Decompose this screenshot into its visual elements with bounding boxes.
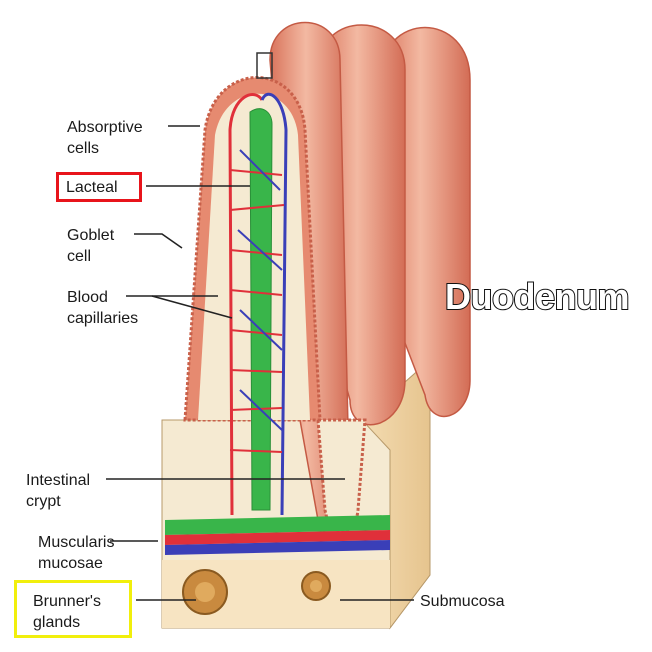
brunners-glands-drawing <box>182 569 331 615</box>
label-absorptive-cells: Absorptive cells <box>67 119 143 157</box>
label-goblet-cell: Goblet cell <box>67 227 115 265</box>
label-blood-capillaries: Blood capillaries <box>67 289 139 327</box>
muscularis-bands <box>165 515 390 555</box>
lacteal-vessel <box>249 108 273 511</box>
brunners-highlight-box <box>14 580 132 638</box>
tip-callout-box <box>256 52 273 79</box>
label-brunners-glands: Brunner's glands <box>33 593 101 631</box>
label-submucosa: Submucosa <box>420 593 505 610</box>
label-lacteal: Lacteal <box>66 179 118 196</box>
label-intestinal-crypt: Intestinal crypt <box>26 472 91 510</box>
figure-title: Duodenum <box>444 275 630 318</box>
label-muscularis-mucosae: Muscularis mucosae <box>38 534 115 572</box>
capillary-network <box>228 92 288 516</box>
lacteal-highlight-box <box>56 172 142 202</box>
crypt-shape <box>316 418 367 534</box>
leader-lines <box>106 125 414 601</box>
